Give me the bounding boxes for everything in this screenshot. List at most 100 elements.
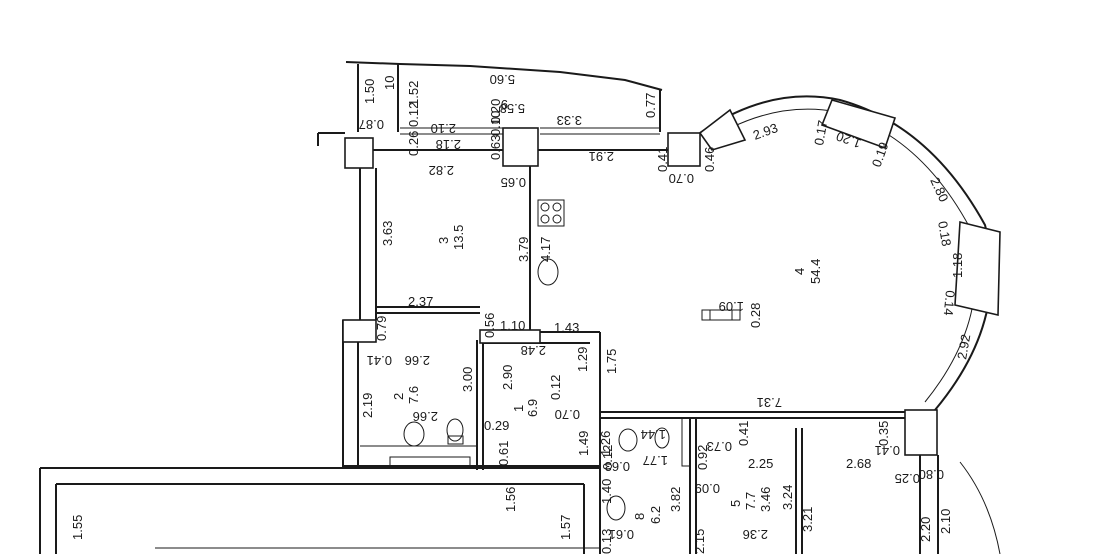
dim-label: 2.92 — [954, 333, 973, 361]
dim-label: 0.18 — [935, 220, 954, 248]
room-area: 7.7 — [743, 492, 758, 510]
dim-label: 1.52 — [406, 81, 421, 106]
dim-label: 0.12 — [600, 445, 615, 470]
dim-label: 0.20 — [488, 99, 503, 124]
room-number: 10 — [382, 76, 397, 90]
dim-label: 2.19 — [360, 393, 375, 418]
walls — [39, 61, 1001, 554]
dim-label: 1.40 — [599, 479, 614, 504]
dim-label: 1.09 — [719, 299, 744, 314]
dim-label: 2.25 — [748, 456, 773, 471]
radiator-icon — [701, 309, 741, 321]
dim-label: 2.68 — [846, 456, 871, 471]
dim-label: 2.93 — [751, 120, 780, 143]
dim-label: 0.65 — [501, 175, 526, 190]
dim-label: 2.10 — [938, 509, 953, 534]
dim-label: 1.56 — [503, 487, 518, 512]
dim-label: 3.63 — [380, 221, 395, 246]
dim-label: 0.41 — [367, 353, 392, 368]
room-number: 4 — [792, 268, 807, 275]
room-number: 3 — [436, 237, 451, 244]
dim-label: 1.50 — [362, 79, 377, 104]
room-number: 8 — [632, 513, 647, 520]
dim-label: 5.58 — [500, 101, 525, 116]
dim-label: 1.18 — [950, 253, 965, 278]
dim-label: 2.90 — [500, 365, 515, 390]
stove-icon — [537, 199, 565, 227]
dim-label: 0.12 — [406, 102, 421, 127]
dim-label: 0.41 — [655, 147, 670, 172]
dim-label: 0.79 — [374, 316, 389, 341]
dim-label: 1.43 — [554, 320, 579, 335]
dim-label: 3.00 — [460, 367, 475, 392]
dimension-labels: 5.60 5.58 1.50 1.52 0.87 0.12 0.20 0.77 … — [70, 72, 973, 554]
dim-label: 3.79 — [516, 237, 531, 262]
dim-label: 1.10 — [500, 318, 525, 333]
dim-label: 0.10 — [488, 111, 503, 136]
dim-label: 3.24 — [780, 485, 795, 510]
dim-label: 3.33 — [557, 113, 582, 128]
dim-label: 1.75 — [604, 349, 619, 374]
dim-label: 1.44 — [641, 427, 666, 442]
dim-label: 3.46 — [758, 487, 773, 512]
dim-label: 0.26 — [406, 131, 421, 156]
dim-label: 0.46 — [702, 147, 717, 172]
dim-label: 2.66 — [413, 409, 438, 424]
dim-label: 0.35 — [876, 421, 891, 446]
dim-label: 0.87 — [359, 117, 384, 132]
room-number: 1 — [511, 405, 526, 412]
toilet-icon — [654, 427, 670, 449]
dim-label: 0.14 — [941, 290, 958, 317]
dim-label: 0.09 — [695, 481, 720, 496]
dim-label: 0.63 — [488, 135, 503, 160]
room-area: 7.6 — [406, 386, 421, 404]
dim-label: 0.92 — [695, 445, 710, 470]
dim-label: 4.17 — [538, 237, 553, 262]
dim-label: 0.19 — [869, 140, 892, 169]
room-area: 54.4 — [808, 259, 823, 284]
dim-label: 2.36 — [743, 527, 768, 542]
dim-label: 3.82 — [668, 487, 683, 512]
dim-label: 1.55 — [70, 515, 85, 540]
room-number: 5 — [728, 500, 743, 507]
fixtures — [403, 199, 741, 521]
washbasin-icon — [606, 495, 626, 521]
dim-label: 0.12 — [548, 375, 563, 400]
dim-label: 0.13 — [599, 529, 614, 554]
sink-icon — [537, 258, 559, 286]
room-area: 13.5 — [451, 225, 466, 250]
dim-label: 1.49 — [576, 431, 591, 456]
dim-label: 2.80 — [927, 175, 951, 204]
dim-label: 3.21 — [800, 507, 815, 532]
dim-label: 2.18 — [436, 137, 461, 152]
dim-label: 0.41 — [736, 421, 751, 446]
dim-label: 0.25 — [895, 471, 920, 486]
washbasin-icon — [403, 421, 425, 447]
dim-label: 0.28 — [748, 303, 763, 328]
dim-label: 7.31 — [757, 395, 782, 410]
dim-label: 5.60 — [490, 72, 515, 87]
dim-label: 1.57 — [558, 515, 573, 540]
dim-label: 2.91 — [589, 149, 614, 164]
dim-label: 0.70 — [555, 407, 580, 422]
dim-label: 2.20 — [918, 517, 933, 542]
room-number: 2 — [391, 393, 406, 400]
dim-label: 0.80 — [919, 467, 944, 482]
room-number: 9 — [501, 97, 508, 112]
room-area: 6.9 — [525, 399, 540, 417]
dim-label: 2.82 — [429, 163, 454, 178]
dim-label: 0.63 — [605, 459, 630, 474]
dim-label: 0.70 — [669, 171, 694, 186]
dim-label: 2.48 — [521, 343, 546, 358]
dim-label: 0.56 — [482, 313, 497, 338]
dim-label: 0.29 — [484, 418, 509, 433]
room-area: 6.2 — [648, 506, 663, 524]
dim-label: 2.66 — [405, 353, 430, 368]
toilet-icon — [446, 418, 464, 442]
room-labels: 1 6.9 2 7.6 3 13.5 4 54.4 5 7.7 8 6.2 9 … — [382, 76, 823, 524]
washbasin-icon — [618, 428, 638, 452]
dim-label: 1.29 — [575, 347, 590, 372]
dim-label: 0.61 — [609, 527, 634, 542]
dim-label: 0.17 — [811, 119, 830, 147]
